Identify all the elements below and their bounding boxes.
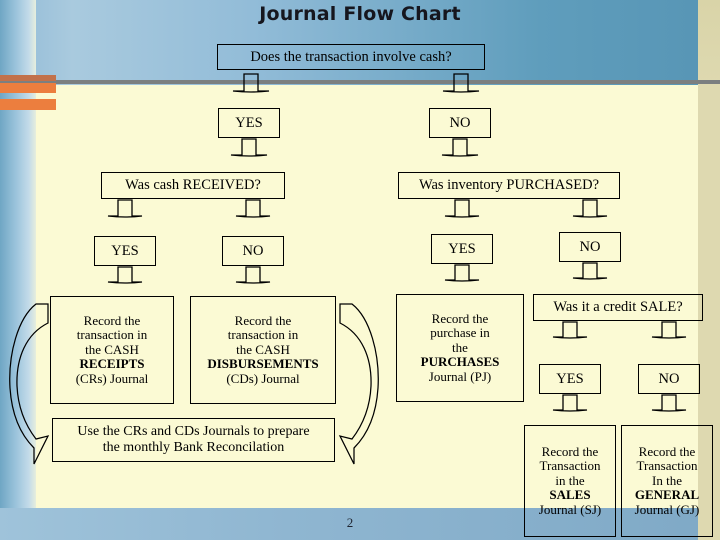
purchases-line-2: purchase in	[430, 325, 490, 341]
node-cash-received-yes-label: YES	[111, 242, 139, 259]
arrow-to-cash-disbursements	[234, 266, 272, 297]
purchases-line-3: the	[452, 339, 468, 355]
arrow-credit-sale-no	[650, 321, 688, 352]
node-inventory-purchased-no-label: NO	[579, 238, 601, 255]
orange-accent-bar-bottom	[0, 99, 56, 110]
node-credit-sale-yes-label: YES	[556, 370, 584, 387]
arrow-cash-received-yes	[106, 199, 144, 232]
node-root-question[interactable]: Does the transaction involve cash?	[217, 44, 485, 70]
cash-disbursements-line-1: Record the	[234, 312, 292, 328]
arrow-to-sales-journal	[551, 394, 589, 425]
node-credit-sale-no-label: NO	[658, 370, 680, 387]
cash-receipts-line-5: (CRs) Journal	[75, 370, 149, 386]
node-credit-sale-no[interactable]: NO	[638, 364, 700, 394]
footer-band	[0, 508, 720, 540]
cash-disbursements-line-4: DISBURSEMENTS	[207, 356, 319, 372]
arrow-root-to-no	[441, 73, 481, 108]
node-inventory-purchased-label: Was inventory PURCHASED?	[418, 177, 600, 194]
node-cash-received-question[interactable]: Was cash RECEIVED?	[101, 172, 285, 199]
purchases-line-1: Record the	[431, 310, 489, 326]
general-line-1: Record the	[638, 443, 696, 459]
node-inventory-purchased-yes-label: YES	[448, 240, 476, 257]
arrow-no-to-inventory-purchased	[440, 138, 480, 171]
arrow-inventory-purchased-yes	[443, 199, 481, 232]
node-general-journal[interactable]: Record the Transaction In the GENERAL Jo…	[621, 425, 713, 537]
node-level1-yes-label: YES	[235, 114, 263, 131]
sales-line-2: Transaction	[539, 458, 601, 474]
arrow-cash-received-no	[234, 199, 272, 232]
bank-rec-line-2: the monthly Bank Reconcilation	[102, 440, 285, 455]
arrow-credit-sale-yes	[551, 321, 589, 352]
cash-receipts-line-4: RECEIPTS	[79, 356, 145, 372]
arrow-to-cash-receipts	[106, 266, 144, 297]
node-credit-sale-yes[interactable]: YES	[539, 364, 601, 394]
footer-right-band	[698, 508, 720, 540]
orange-accent-bar-middle	[0, 83, 56, 93]
sales-line-1: Record the	[541, 443, 599, 459]
node-inventory-purchased-yes[interactable]: YES	[431, 234, 493, 264]
arrow-inventory-purchased-no	[571, 199, 609, 232]
arrow-yes-to-cash-received	[229, 138, 269, 171]
general-line-4: GENERAL	[634, 487, 700, 503]
arrow-to-general-journal	[650, 394, 688, 425]
cash-disbursements-line-2: transaction in	[227, 327, 299, 343]
page-title: Journal Flow Chart	[259, 3, 461, 25]
node-purchases-journal[interactable]: Record the purchase in the PURCHASES Jou…	[396, 294, 524, 402]
arrow-root-to-yes	[231, 73, 271, 108]
node-inventory-purchased-question[interactable]: Was inventory PURCHASED?	[398, 172, 620, 199]
cash-receipts-line-1: Record the	[83, 312, 141, 328]
page-number: 2	[346, 515, 354, 530]
node-credit-sale-label: Was it a credit SALE?	[553, 299, 683, 316]
node-cash-received-yes[interactable]: YES	[94, 236, 156, 266]
header-rule	[0, 80, 720, 84]
bank-rec-line-1: Use the CRs and CDs Journals to prepare	[77, 424, 310, 440]
arrow-to-credit-sale-question	[571, 262, 609, 293]
node-cash-receipts-journal[interactable]: Record the transaction in the CASH RECEI…	[50, 296, 174, 404]
sales-line-4: SALES	[549, 487, 591, 503]
node-sales-journal[interactable]: Record the Transaction in the SALES Jour…	[524, 425, 616, 537]
node-root-question-label: Does the transaction involve cash?	[250, 48, 452, 65]
curved-arrow-right-to-bank-rec	[332, 296, 384, 478]
general-line-3: In the	[652, 472, 682, 488]
right-accent-band-top	[698, 0, 720, 85]
node-level1-no-label: NO	[449, 114, 471, 131]
right-accent-band	[698, 0, 720, 540]
cash-disbursements-line-3: the CASH	[236, 341, 290, 357]
node-cash-received-no[interactable]: NO	[222, 236, 284, 266]
node-level1-no[interactable]: NO	[429, 108, 491, 138]
purchases-line-5: Journal (PJ)	[428, 368, 492, 384]
node-cash-disbursements-journal[interactable]: Record the transaction in the CASH DISBU…	[190, 296, 336, 404]
arrow-to-purchases	[443, 264, 481, 295]
curved-arrow-left-to-bank-rec	[4, 296, 56, 478]
general-line-5: Journal (GJ)	[634, 501, 700, 517]
cash-receipts-line-3: the CASH	[85, 341, 139, 357]
node-bank-reconciliation[interactable]: Use the CRs and CDs Journals to prepare …	[52, 418, 335, 462]
orange-accent-bar-top	[0, 75, 56, 81]
cash-receipts-line-2: transaction in	[76, 327, 148, 343]
node-level1-yes[interactable]: YES	[218, 108, 280, 138]
general-line-2: Transaction	[636, 458, 698, 474]
sales-line-3: in the	[555, 472, 585, 488]
node-cash-received-label: Was cash RECEIVED?	[125, 177, 261, 194]
purchases-line-4: PURCHASES	[420, 354, 500, 370]
node-inventory-purchased-no[interactable]: NO	[559, 232, 621, 262]
sales-line-5: Journal (SJ)	[538, 501, 602, 517]
cash-disbursements-line-5: (CDs) Journal	[226, 370, 300, 386]
header-band	[0, 0, 720, 85]
node-cash-received-no-label: NO	[242, 242, 264, 259]
node-credit-sale-question[interactable]: Was it a credit SALE?	[533, 294, 703, 321]
